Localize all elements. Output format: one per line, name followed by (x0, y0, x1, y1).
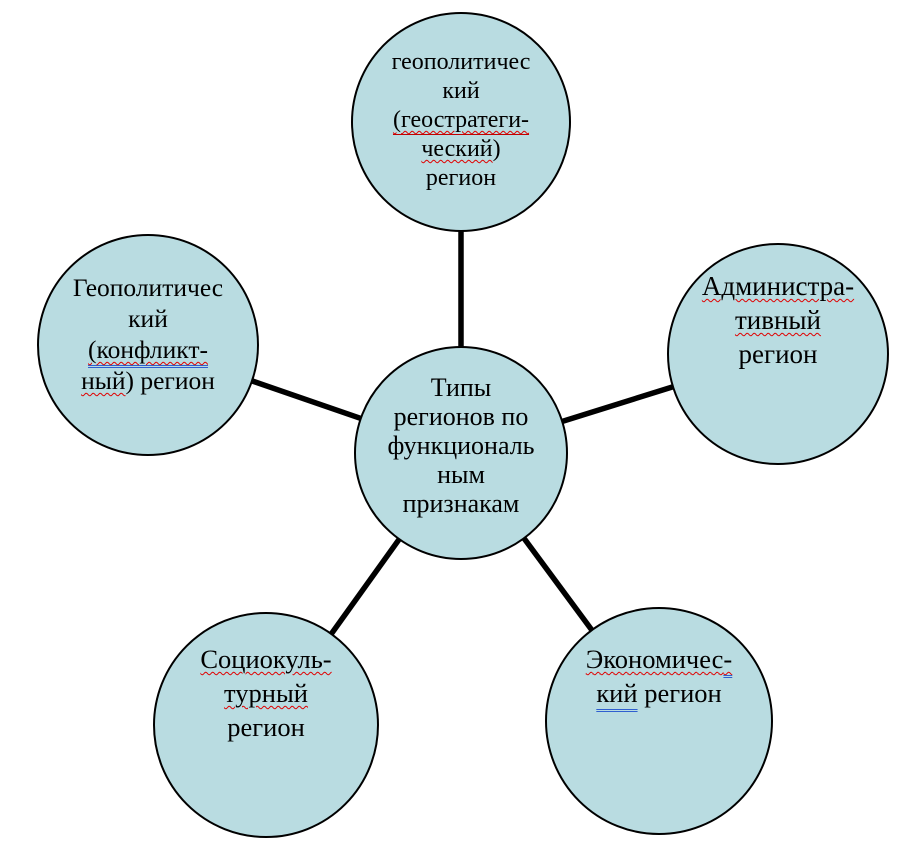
node-text-line: (геостратеги- (392, 107, 530, 133)
node-text-line: Геополитичес (72, 273, 224, 302)
node-text-line: (конфликт- (88, 335, 208, 364)
node-sociocultural-region: Социокуль-турный регион (153, 612, 379, 838)
node-text-line: геополитичес (391, 49, 531, 75)
node-text-line: Администра- (701, 271, 855, 301)
node-text-line: признакам (402, 489, 520, 518)
node-text-line: регионов по (393, 402, 529, 431)
node-text-line: кий регион (596, 678, 722, 708)
node-text-line: регион (425, 165, 497, 191)
node-text-line: кий (128, 304, 168, 333)
node-text-line: функциональ (387, 431, 535, 460)
node-text-line: ческий) (421, 136, 501, 162)
node-text-line: регион (738, 339, 818, 369)
node-text-line: ным (437, 460, 485, 489)
node-text-line: Социокуль- (200, 644, 332, 674)
node-text-line: ный) регион (81, 366, 215, 395)
node-text-line: регион (227, 712, 305, 742)
node-economic-region: Экономичес-кий регион (545, 607, 773, 835)
node-geostrategic-region: геополитичес кий (геостратеги-ческий) регио… (351, 12, 571, 232)
node-text-line: тивный (734, 305, 822, 335)
node-text-line: кий (442, 78, 480, 104)
node-text-line: Типы (430, 373, 492, 402)
node-text-line: Экономичес- (585, 644, 733, 674)
node-text-line: турный (224, 678, 308, 708)
node-administrative-region: Администра-тивный регион (667, 243, 889, 465)
